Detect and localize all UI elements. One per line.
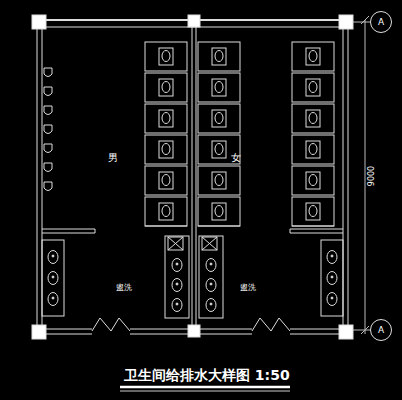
- room-label: 盥洗: [240, 284, 256, 292]
- axis-letter: A: [370, 11, 392, 33]
- room-label: 男: [108, 153, 118, 163]
- room-label: 盥洗: [116, 284, 132, 292]
- axis-circle: A: [370, 11, 392, 33]
- axis-letter: A: [370, 319, 392, 341]
- axis-circle: A: [370, 319, 392, 341]
- room-label: 女: [231, 153, 241, 163]
- dimension-text: 9000: [368, 166, 376, 186]
- drawing-title: 卫生间给排水大样图 1:50: [124, 368, 290, 382]
